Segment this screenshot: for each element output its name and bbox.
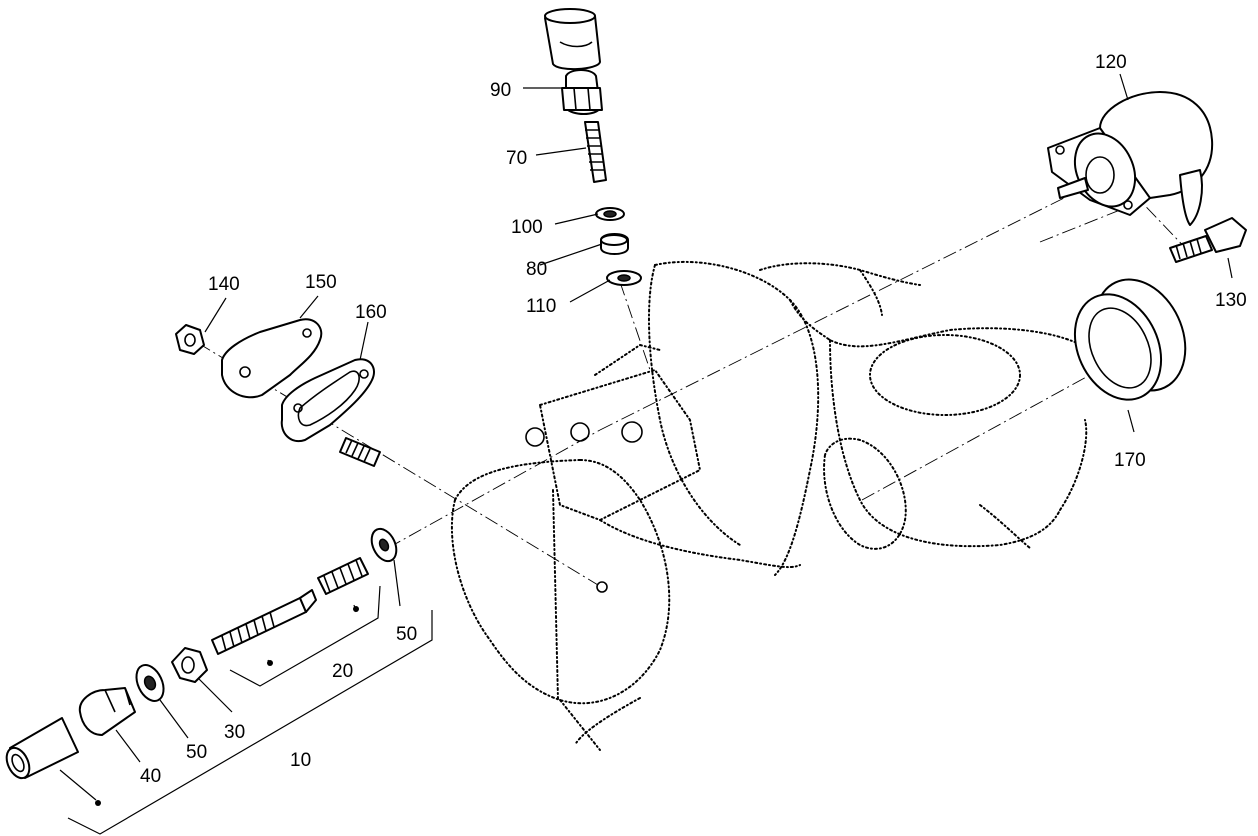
cover-plate (221, 318, 323, 399)
washer-lower (135, 664, 165, 702)
spring (317, 557, 369, 595)
callout-140: 140 (208, 274, 240, 295)
ring-80 (600, 233, 629, 255)
washer-110 (606, 270, 642, 286)
callout-10: 10 (290, 750, 311, 771)
threaded-pin (584, 121, 607, 183)
housing-outline (450, 260, 1091, 751)
callout-90: 90 (490, 80, 511, 101)
callout-110: 110 (526, 296, 556, 317)
gasket (280, 358, 375, 443)
lock-nut (171, 647, 208, 683)
callout-130: 130 (1215, 290, 1247, 311)
callout-160: 160 (355, 302, 387, 323)
leader-dots (95, 606, 359, 806)
cap-nut (78, 687, 136, 736)
sleeve-cap (5, 717, 79, 780)
callout-70: 70 (506, 148, 527, 169)
solenoid (1047, 91, 1214, 226)
callout-labels: 90 70 100 80 110 120 130 170 140 150 160… (140, 52, 1247, 787)
callout-50-lower: 50 (186, 742, 207, 763)
callout-50-upper: 50 (396, 624, 417, 645)
washer-100 (595, 207, 625, 221)
valve-body (561, 69, 603, 115)
callout-40: 40 (140, 766, 161, 787)
washer-upper (370, 527, 398, 563)
adjusting-screw (211, 589, 317, 655)
bolt-130 (1169, 217, 1247, 263)
callout-100: 100 (511, 217, 543, 238)
callout-120: 120 (1095, 52, 1127, 73)
callout-150: 150 (305, 272, 337, 293)
callout-20: 20 (332, 661, 353, 682)
callout-170: 170 (1114, 450, 1146, 471)
callout-80: 80 (526, 259, 547, 280)
leader-lines (59, 73, 1233, 835)
top-sleeve (544, 8, 601, 70)
cover-nut (175, 324, 205, 355)
stud (339, 437, 381, 467)
seal-ring (1073, 278, 1187, 401)
callout-30: 30 (224, 722, 245, 743)
